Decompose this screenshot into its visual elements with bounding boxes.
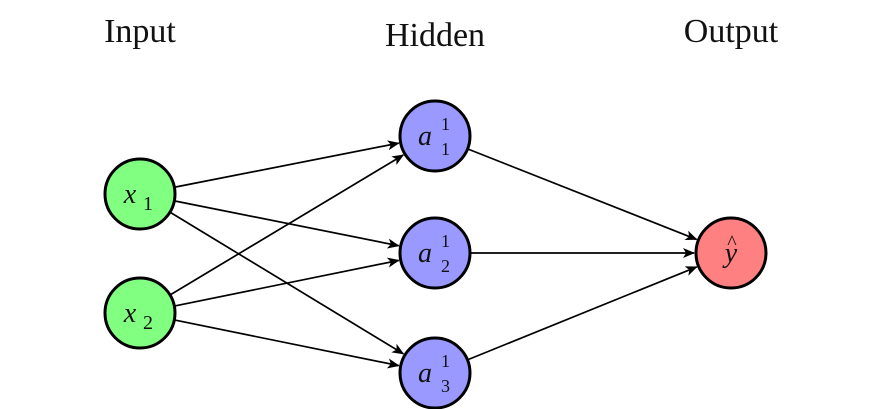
node-a2-circle (398, 216, 472, 290)
node-x1-label: x (123, 179, 137, 210)
node-yhat-hat: ^ (727, 232, 737, 254)
node-x1-circle (103, 157, 177, 231)
edge-x2-to-a3 (174, 319, 400, 369)
node-x2-circle (103, 276, 177, 350)
node-a1-circle (398, 99, 472, 173)
node-a3-circle (398, 336, 472, 409)
node-a3-label: a (418, 358, 432, 389)
edge-x1-to-a2 (174, 200, 400, 249)
node-a2-symbol: a (418, 238, 432, 269)
node-a2-label: a (418, 238, 432, 269)
hidden-layer-title: Hidden (385, 17, 485, 54)
connections (169, 140, 698, 369)
node-a3-symbol: a (418, 358, 432, 389)
node-x2-symbol: x (123, 298, 137, 329)
edge-x1-to-a1 (174, 140, 400, 189)
edge-a1-to-yhat (467, 148, 698, 241)
node-yhat-circle (694, 216, 768, 290)
node-x1-symbol: x (123, 179, 137, 210)
node-x2-label: x (123, 298, 137, 329)
node-a2-subscript: 2 (441, 256, 450, 276)
node-yhat-symbol: y (722, 238, 738, 269)
edge-x2-to-a2 (174, 257, 400, 307)
node-a1-label: a (418, 121, 432, 152)
output-layer-title: Output (684, 13, 779, 50)
node-a2-superscript: 1 (441, 231, 450, 251)
node-yhat: y^ (694, 216, 768, 290)
node-yhat-label: y (722, 238, 738, 269)
node-x1-subscript: 1 (143, 193, 153, 215)
edge-x2-to-a1 (169, 154, 405, 296)
node-a3-subscript: 3 (441, 376, 450, 396)
node-a1-superscript: 1 (441, 114, 450, 134)
node-a1-symbol: a (418, 121, 432, 152)
edge-a3-to-yhat (467, 266, 698, 361)
input-layer-title: Input (104, 13, 176, 50)
node-a3-superscript: 1 (441, 351, 450, 371)
node-a1-subscript: 1 (441, 139, 450, 159)
node-x2-subscript: 2 (143, 312, 153, 334)
